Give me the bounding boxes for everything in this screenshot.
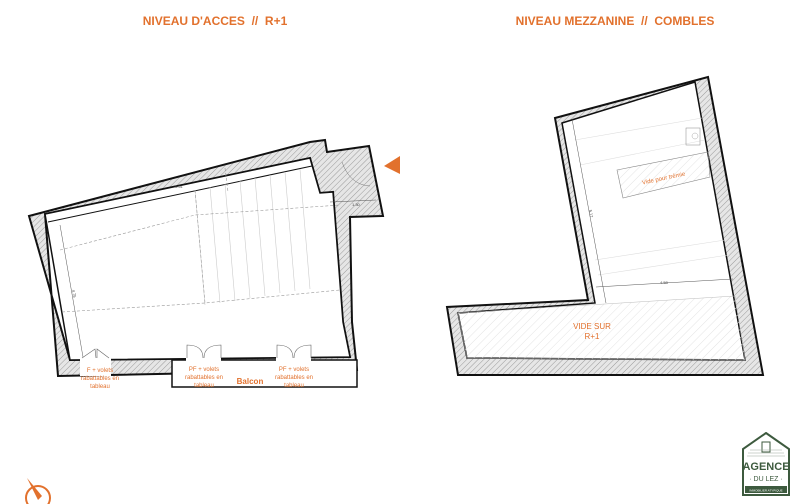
opening-3-line2: rabattables en [275,375,313,381]
opening-1-line2: rabattables en [81,376,119,382]
void-hopper [616,151,711,199]
dimension-entry: 1.30 [352,202,361,207]
void-over-r1 [457,295,746,361]
left-plan-title: NIVEAU D'ACCES // R+1 [142,14,288,28]
openings [80,344,312,376]
agency-logo: AGENCE · DU LEZ · IMMOBILIER ATYPIQUE [742,432,790,496]
opening-2-line2: rabattables en [185,375,223,381]
void-label-line2: R+1 [585,332,600,341]
opening-3-line1: PF + volets [279,367,309,373]
right-plan-title: NIVEAU MEZZANINE // COMBLES [515,14,715,28]
opening-3-line3: tableau [284,383,304,389]
opening-1-line3: tableau [90,384,110,390]
left-room [44,157,351,361]
left-floor-plan: 9.51 4.75 1.30 F + volets rabattables en… [27,138,400,390]
dimension-depth: 4.75 [71,289,77,298]
opening-2-line3: tableau [194,383,214,389]
svg-text:· DU LEZ ·: · DU LEZ · [749,476,782,483]
north-compass-icon [25,478,51,504]
dimension-depth-mezz: 5.17 [588,209,594,218]
void-label-line1: VIDE SUR [573,322,611,331]
dimension-width: 9.51 [175,184,184,189]
dimension-width-mezz: 4.58 [660,280,669,285]
entrance-arrow-icon [384,156,400,174]
opening-2-line1: PF + volets [189,367,219,373]
opening-1-line1: F + volets [87,368,113,374]
svg-text:AGENCE: AGENCE [742,461,789,473]
balcony-label: Balcon [237,377,264,386]
svg-text:IMMOBILIER ATYPIQUE: IMMOBILIER ATYPIQUE [749,489,782,493]
right-floor-plan: Vide pour trémie 5.17 4.58 VIDE SUR R+1 [445,75,765,376]
